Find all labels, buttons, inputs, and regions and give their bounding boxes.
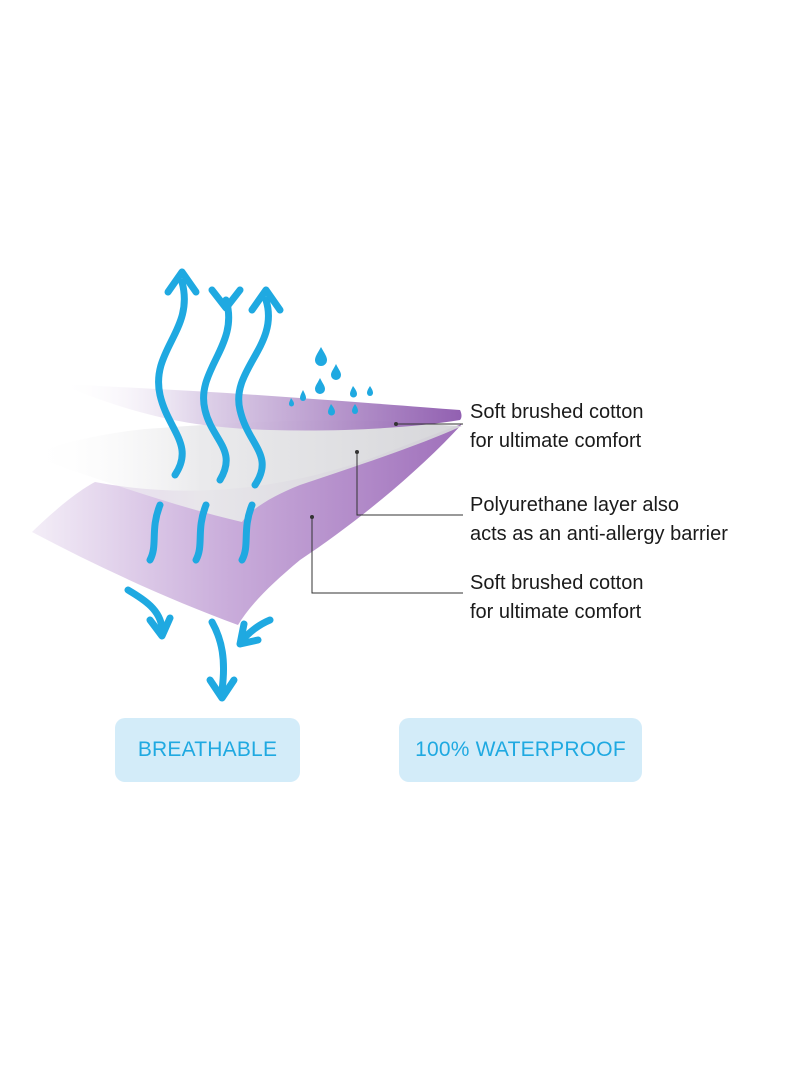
airflow-arrows	[124, 268, 284, 702]
waterproof-badge-label: 100% WATERPROOF	[415, 738, 626, 761]
wavy-arrow-icon	[208, 618, 228, 694]
polyurethane-label: Polyurethane layer also acts as an anti-…	[470, 491, 728, 549]
top-cotton-label-line-2: for ultimate comfort	[470, 430, 642, 452]
bottom-cotton-label: Soft brushed cotton for ultimate comfort	[470, 569, 643, 627]
water-droplet-icon	[315, 347, 327, 366]
water-droplet-icon	[367, 386, 373, 396]
water-droplet-icon	[350, 386, 357, 398]
bottom-cotton-label-line-2: for ultimate comfort	[470, 601, 642, 623]
water-droplet-icon	[352, 404, 358, 414]
top-cotton-label: Soft brushed cotton for ultimate comfort	[470, 398, 643, 456]
leader-line-bottom	[311, 517, 463, 594]
wavy-arrow-icon	[124, 586, 166, 632]
polyurethane-layer	[28, 420, 462, 522]
waterproof-badge: 100% WATERPROOF	[399, 718, 642, 782]
water-droplet-icon	[315, 378, 325, 394]
water-droplet-icon	[328, 404, 335, 416]
wavy-arrow-icon	[235, 296, 272, 489]
bottom-cotton-label-line-1: Soft brushed cotton	[470, 572, 644, 594]
wavy-arrow-icon	[155, 278, 188, 479]
leader-line-middle	[356, 452, 463, 516]
polyurethane-label-line-1: Polyurethane layer also	[470, 494, 680, 516]
breathable-badge: BREATHABLE	[115, 718, 300, 782]
leader-lines	[310, 422, 463, 594]
water-droplets	[289, 347, 373, 416]
water-droplet-icon	[331, 364, 341, 380]
breathable-badge-label: BREATHABLE	[137, 738, 278, 761]
water-droplet-icon	[300, 390, 306, 401]
wavy-arrow-icon	[200, 296, 233, 484]
top-cotton-label-line-1: Soft brushed cotton	[470, 401, 644, 423]
water-droplet-icon	[289, 398, 294, 407]
polyurethane-label-line-2: acts as an anti-allergy barrier	[470, 523, 728, 545]
